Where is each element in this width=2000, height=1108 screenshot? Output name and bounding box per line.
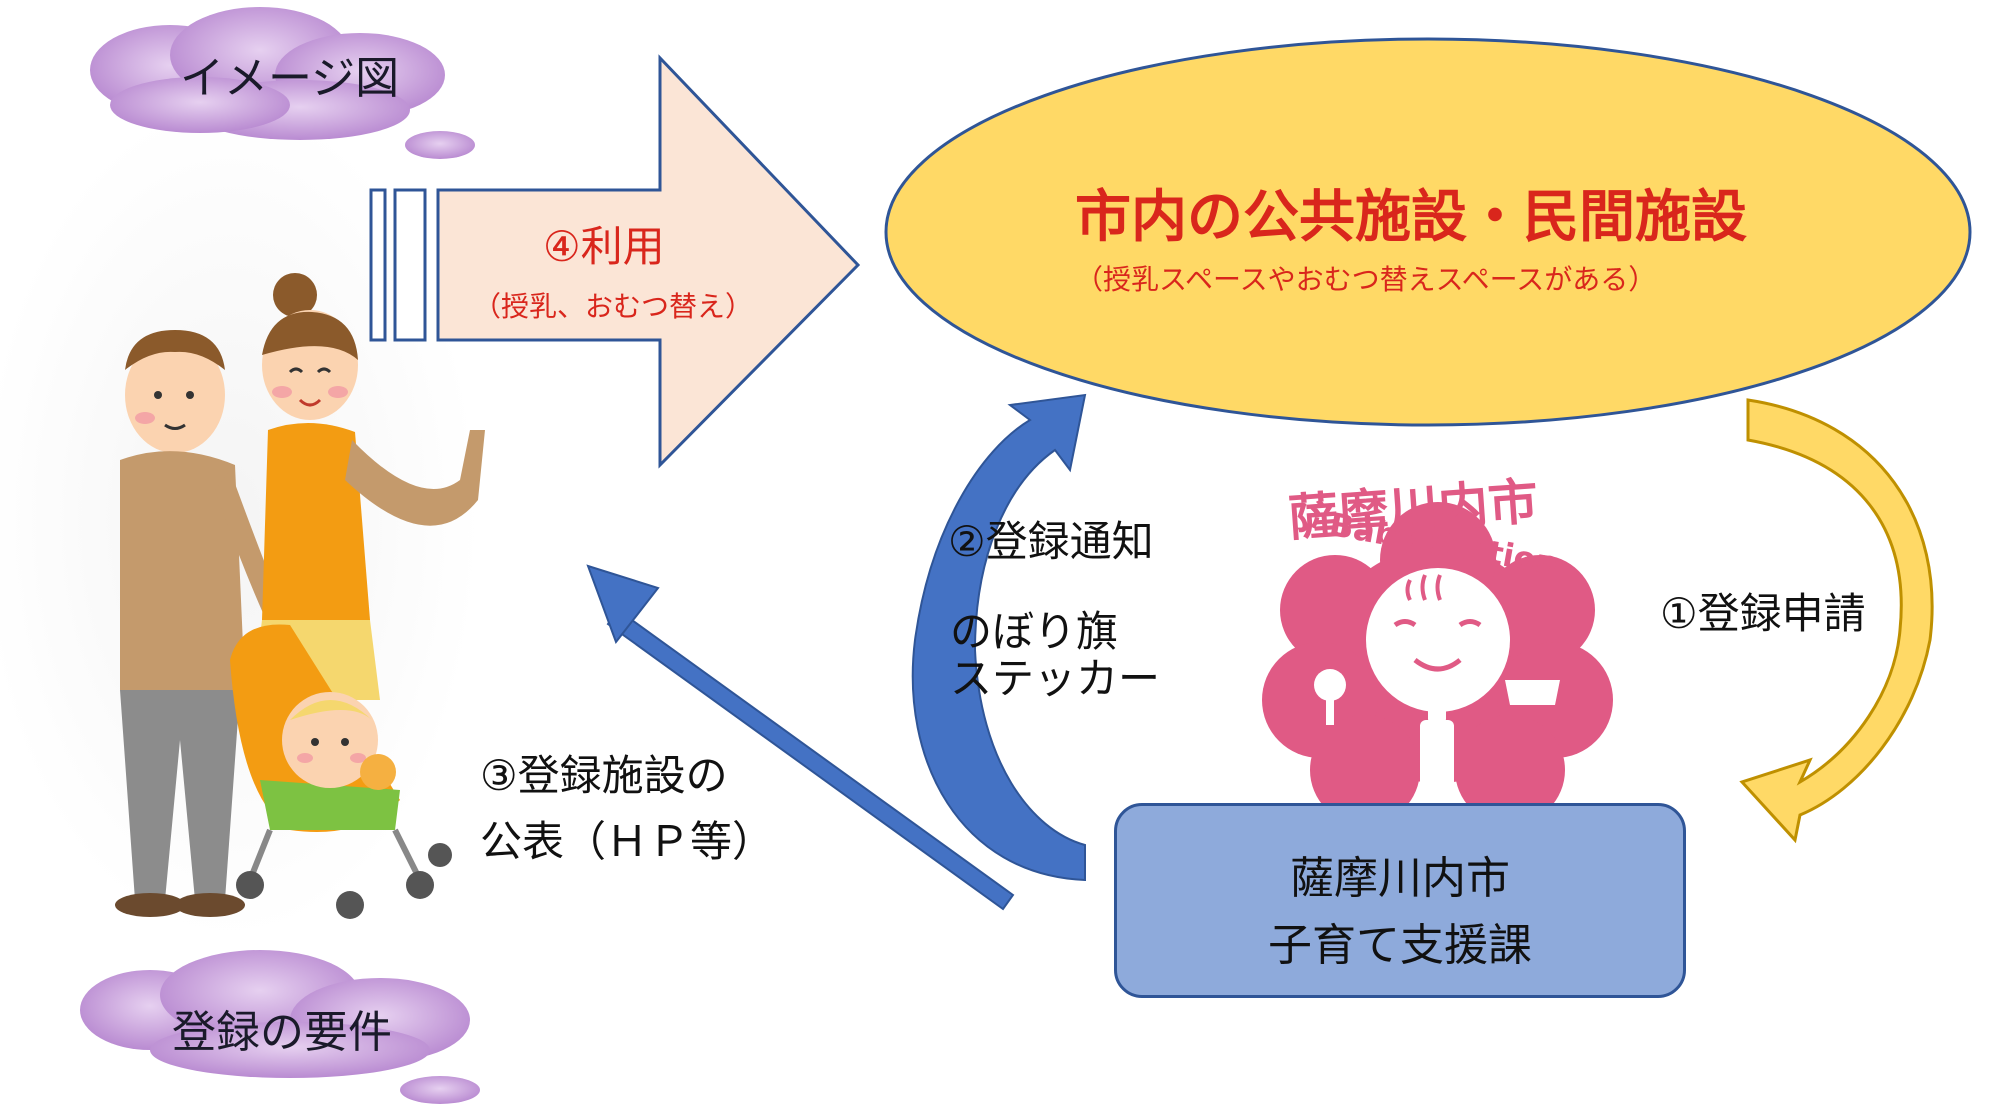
items-label-line2: ステッカー xyxy=(950,654,1161,703)
bottom-cloud-label: 登録の要件 xyxy=(172,1007,392,1058)
office-box: 薩摩川内市 子育て支援課 xyxy=(1114,803,1686,998)
usage-sub-label: （授乳、おむつ替え） xyxy=(473,290,754,323)
facilities-title: 市内の公共施設・民間施設 xyxy=(1075,185,1747,250)
notify-arrow xyxy=(911,393,1087,882)
publish-label-line1: ③登録施設の xyxy=(480,751,728,800)
apply-label: ①登録申請 xyxy=(1660,589,1866,638)
apply-arrow xyxy=(1739,398,1934,844)
stroller-figure xyxy=(230,624,452,919)
facilities-ellipse xyxy=(884,37,1972,427)
top-cloud xyxy=(90,7,475,159)
publish-arrow xyxy=(586,564,1015,911)
notify-label: ②登録通知 xyxy=(948,517,1154,566)
usage-label: ④利用 xyxy=(543,222,665,271)
items-label-line1: のぼり旗 xyxy=(950,607,1119,656)
publish-label-line2: 公表（ＨＰ等） xyxy=(480,817,775,866)
top-cloud-label: イメージ図 xyxy=(180,53,400,104)
facilities-sub: （授乳スペースやおむつ替えスペースがある） xyxy=(1075,263,1657,296)
usage-arrow xyxy=(369,54,861,469)
mother-figure xyxy=(252,273,485,700)
office-name-line2: 子育て支援課 xyxy=(1268,920,1532,971)
baby-station-logo xyxy=(1262,502,1613,825)
office-name-line1: 薩摩川内市 xyxy=(1290,853,1510,904)
bottom-cloud xyxy=(80,950,480,1104)
family-illustration xyxy=(115,273,485,919)
